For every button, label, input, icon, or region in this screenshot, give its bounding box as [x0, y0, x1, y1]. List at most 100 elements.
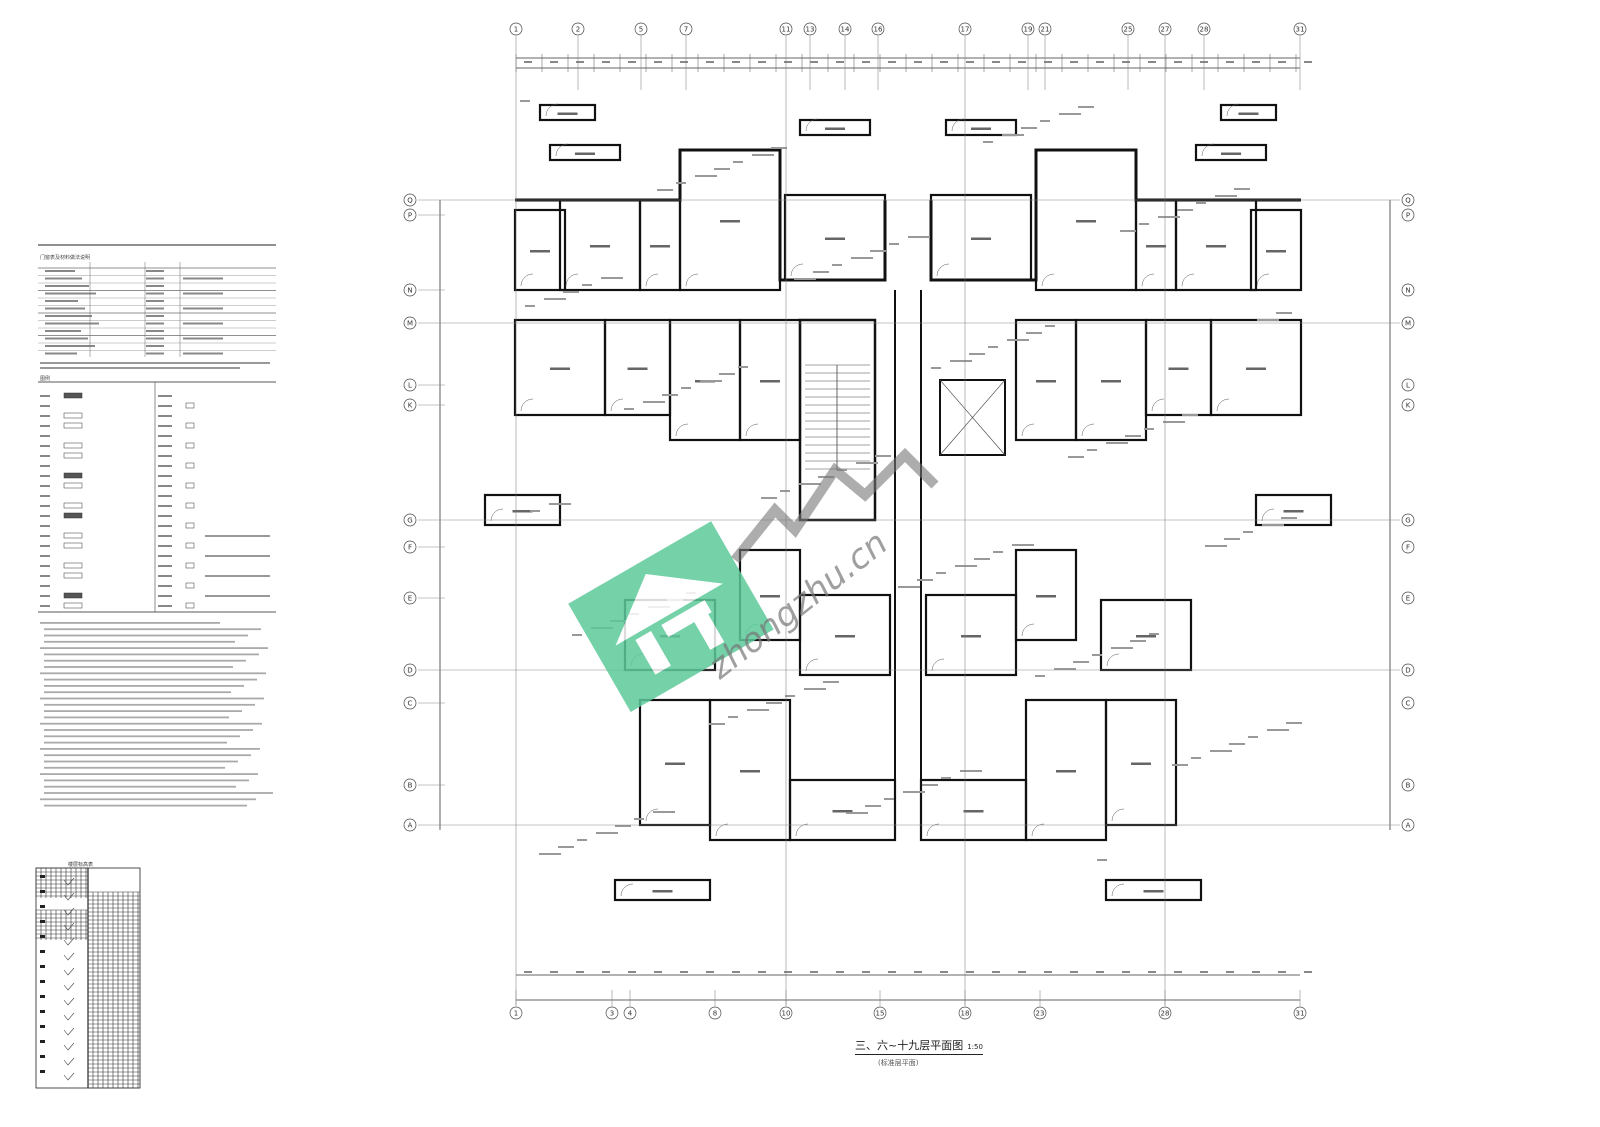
- room-label: [575, 152, 595, 155]
- annotation-text: [983, 141, 993, 143]
- dimension-text: [1096, 61, 1104, 63]
- note-text: [40, 362, 270, 364]
- table-text: [45, 330, 81, 332]
- table-text: [45, 300, 78, 302]
- annotation-text: [785, 695, 795, 697]
- dimension-text: [758, 971, 766, 973]
- dimension-text: [628, 971, 636, 973]
- room-label: [963, 810, 984, 813]
- table-text: [183, 322, 223, 325]
- room-label: [1283, 510, 1304, 513]
- room-label: [740, 770, 760, 773]
- annotation-text: [1106, 442, 1128, 444]
- annotation-text: [558, 846, 574, 848]
- table-text: [183, 277, 223, 280]
- axis-left-bubble: [403, 378, 417, 392]
- annotation-text: [1196, 202, 1206, 204]
- annotation-text: [1092, 654, 1102, 656]
- annotation-text: [1215, 195, 1237, 197]
- legend-symbol: [185, 402, 195, 409]
- door-swing: [1256, 273, 1270, 287]
- annotation-text: [520, 100, 530, 102]
- annotation-text: [823, 681, 839, 683]
- axis-right-bubble: [1401, 316, 1415, 330]
- annotation-text: [950, 360, 972, 362]
- dimension-text: [1278, 61, 1286, 63]
- annotation-text: [1139, 223, 1149, 225]
- door-swing: [745, 423, 759, 437]
- axis-left-label: E: [408, 595, 412, 603]
- table-text: [45, 285, 89, 287]
- room-label: [971, 127, 991, 130]
- annotation-text: [752, 154, 774, 156]
- axis-top-bubble: [958, 22, 972, 36]
- general-note-line: [44, 653, 259, 656]
- level-mark: [63, 967, 75, 976]
- room-label: [1036, 380, 1056, 383]
- legend-symbol: [63, 442, 83, 449]
- axis-top-bubble: [634, 22, 648, 36]
- annotation-text: [1149, 633, 1159, 635]
- annotation-text: [544, 298, 566, 300]
- legend-label: [158, 415, 172, 417]
- axis-top-bubble: [1158, 22, 1172, 36]
- axis-right-label: L: [1406, 382, 1410, 390]
- drawing-subtitle: (标准层平面): [878, 1059, 919, 1067]
- general-note-line: [44, 754, 251, 757]
- table-text: [183, 292, 223, 295]
- door-swing: [715, 823, 729, 837]
- general-note-line: [44, 640, 235, 643]
- legend-label: [40, 605, 50, 607]
- table-text: [146, 270, 164, 272]
- annotation-text: [813, 271, 829, 273]
- legend-symbol: [185, 582, 195, 589]
- level-no: [40, 1025, 45, 1028]
- legend-label: [158, 545, 172, 547]
- annotation-text: [653, 811, 675, 813]
- axis-top-bubble: [838, 22, 852, 36]
- axis-top-bubble: [1038, 22, 1052, 36]
- elevator-shaft: [939, 379, 1006, 456]
- axis-bottom-label: 18: [961, 1010, 970, 1018]
- axis-right-label: E: [1406, 595, 1410, 603]
- legend-symbol: [185, 502, 195, 509]
- axis-left-label: F: [408, 544, 412, 552]
- dimension-text: [1070, 61, 1078, 63]
- room-wall: [1014, 318, 1078, 442]
- legend-symbol: [63, 422, 83, 429]
- door-swing: [795, 823, 809, 837]
- general-note-line: [44, 703, 255, 706]
- legend-symbol: [185, 602, 195, 609]
- axis-left-label: C: [408, 700, 413, 708]
- room-label: [550, 367, 570, 370]
- room-label: [1168, 367, 1189, 370]
- annotation-text: [1286, 722, 1302, 724]
- annotation-text: [1281, 517, 1297, 519]
- general-note-line: [40, 647, 268, 649]
- level-mark: [63, 1057, 75, 1066]
- annotation-text: [941, 777, 951, 779]
- dimension-text: [576, 61, 584, 63]
- general-note-line: [40, 672, 266, 675]
- dimension-text: [1226, 61, 1234, 63]
- dimension-text: [862, 61, 870, 63]
- level-no: [40, 1010, 45, 1013]
- door-swing: [1111, 883, 1125, 897]
- legend-label: [158, 495, 172, 497]
- axis-right-bubble: [1401, 513, 1415, 527]
- legend-symbol: [63, 602, 83, 609]
- annotation-text: [539, 853, 561, 855]
- annotation-text: [1182, 414, 1198, 416]
- general-note-line: [44, 716, 229, 719]
- annotation-text: [563, 291, 579, 293]
- table-text: [45, 322, 99, 325]
- annotation-text: [700, 380, 722, 382]
- annotation-text: [1172, 764, 1188, 766]
- dimension-text: [836, 971, 844, 973]
- room-label: [835, 635, 855, 638]
- room-wall: [1219, 103, 1278, 122]
- annotation-text: [846, 812, 868, 814]
- legend-label: [40, 555, 50, 557]
- room-wall: [483, 493, 562, 527]
